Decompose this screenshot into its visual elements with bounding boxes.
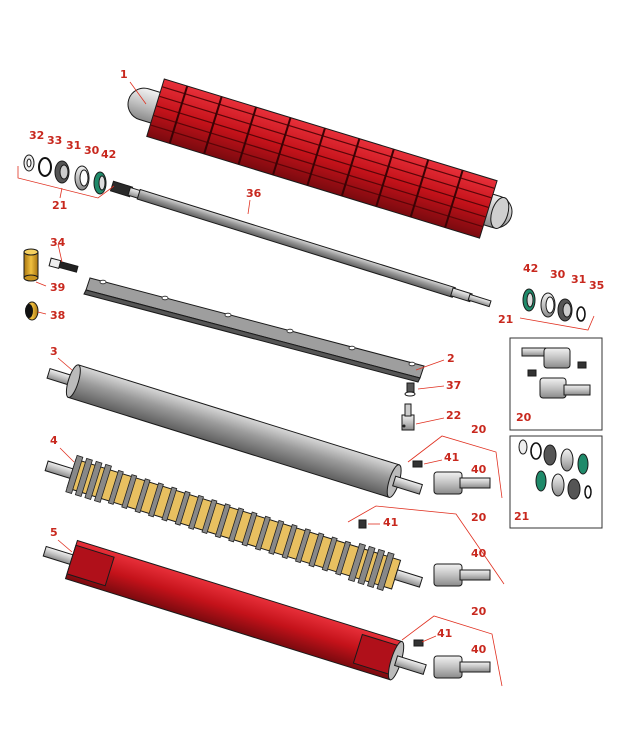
adjust-screw: [48, 257, 79, 273]
callout-40-a: 40: [471, 463, 487, 476]
callout-20-a: 20: [471, 423, 487, 436]
callout-20-b: 20: [471, 511, 487, 524]
callout-21: 21: [52, 199, 67, 212]
grooved-roller: [44, 454, 424, 591]
callout-41-c: 41: [437, 627, 452, 640]
reel-shaft: [109, 180, 492, 308]
brass-adjuster-nut: [23, 248, 39, 282]
callout-41-a: 41: [444, 451, 459, 464]
callout-30-right: 30: [550, 268, 566, 281]
callout-36: 36: [246, 187, 262, 200]
callout-39: 39: [50, 281, 65, 294]
callout-33: 33: [47, 134, 62, 147]
inset-box-21: [509, 435, 603, 529]
callout-31: 31: [66, 139, 81, 152]
inset-label-21: 21: [514, 510, 529, 523]
callout-20-c: 20: [471, 605, 487, 618]
callout-37: 37: [446, 379, 461, 392]
callout-32: 32: [29, 129, 44, 142]
callout-42: 42: [101, 148, 116, 161]
pivot-pin: [401, 403, 415, 431]
callout-41-b: 41: [383, 516, 398, 529]
small-bolt: [404, 382, 416, 397]
callout-30: 30: [84, 144, 100, 157]
callout-42-right: 42: [523, 262, 538, 275]
leader-lines: [17, 81, 595, 687]
bearing-housing: [433, 471, 491, 679]
set-screw: [358, 460, 424, 647]
callout-labels: 1 32 33 31 30 42 21 36 34 39 38 42 30 31…: [29, 68, 604, 656]
callout-40-c: 40: [471, 643, 487, 656]
callout-40-b: 40: [471, 547, 487, 560]
red-roller: [42, 539, 427, 681]
inset-label-20: 20: [516, 411, 532, 424]
callout-4: 4: [50, 434, 58, 447]
callout-22: 22: [446, 409, 461, 422]
callout-38: 38: [50, 309, 65, 322]
callout-21-right: 21: [498, 313, 513, 326]
callout-1: 1: [120, 68, 128, 81]
callout-3: 3: [50, 345, 58, 358]
callout-34: 34: [50, 236, 66, 249]
brass-bushing: [25, 301, 39, 321]
callout-31-right: 31: [571, 273, 586, 286]
reel-assembly: [127, 78, 513, 239]
right-bearing-kit: [522, 288, 586, 322]
callout-35: 35: [589, 279, 604, 292]
left-bearing-kit: [23, 154, 107, 195]
callout-5: 5: [50, 526, 58, 539]
callout-2: 2: [447, 352, 455, 365]
bedknife: [83, 277, 425, 383]
plain-roller: [46, 364, 424, 498]
inset-box-20: [509, 337, 603, 431]
